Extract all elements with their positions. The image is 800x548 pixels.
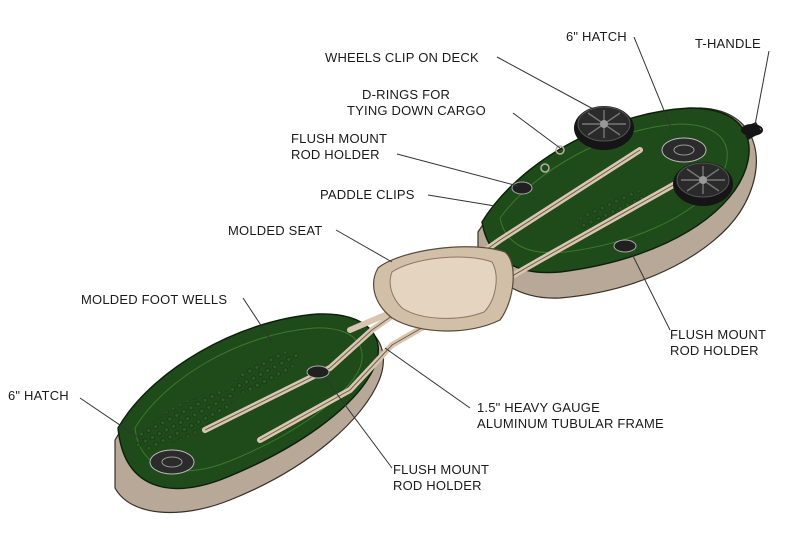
t-handle	[741, 122, 763, 140]
label-paddle-clips: PADDLE CLIPS	[320, 187, 415, 202]
leader-lines	[79, 36, 770, 469]
label-frame-line2: ALUMINUM TUBULAR FRAME	[477, 416, 664, 431]
rod-holder-rear-right	[613, 239, 637, 253]
label-flush-right-line1: FLUSH MOUNT	[670, 327, 766, 342]
label-molded-seat: MOLDED SEAT	[228, 223, 322, 238]
label-hatch-top: 6" HATCH	[566, 29, 627, 44]
label-t-handle: T-HANDLE	[695, 36, 761, 51]
molded-seat	[373, 246, 514, 332]
label-hatch-bottom: 6" HATCH	[8, 388, 69, 403]
label-d-rings-line2: TYING DOWN CARGO	[347, 103, 486, 118]
label-flush-right-line2: ROD HOLDER	[670, 343, 759, 358]
callout-labels: WHEELS CLIP ON DECK 6" HATCH T-HANDLE D-…	[8, 29, 766, 493]
d-rings	[540, 145, 565, 173]
label-flush-bottom-line1: FLUSH MOUNT	[393, 462, 489, 477]
hatch-front	[149, 449, 195, 475]
front-hull	[114, 313, 384, 514]
rod-holder-front	[306, 365, 330, 379]
hatch-rear	[661, 137, 707, 163]
label-flush-top-line1: FLUSH MOUNT	[291, 131, 387, 146]
label-d-rings-line1: D-RINGS FOR	[362, 87, 450, 102]
wheel-upper	[574, 106, 634, 150]
wheel-lower	[673, 162, 733, 206]
label-frame-line1: 1.5" HEAVY GAUGE	[477, 400, 600, 415]
label-flush-top-line2: ROD HOLDER	[291, 147, 380, 162]
rod-holder-rear-left	[511, 181, 533, 195]
label-foot-wells: MOLDED FOOT WELLS	[81, 292, 227, 307]
label-flush-bottom-line2: ROD HOLDER	[393, 478, 482, 493]
label-wheels: WHEELS CLIP ON DECK	[325, 50, 479, 65]
